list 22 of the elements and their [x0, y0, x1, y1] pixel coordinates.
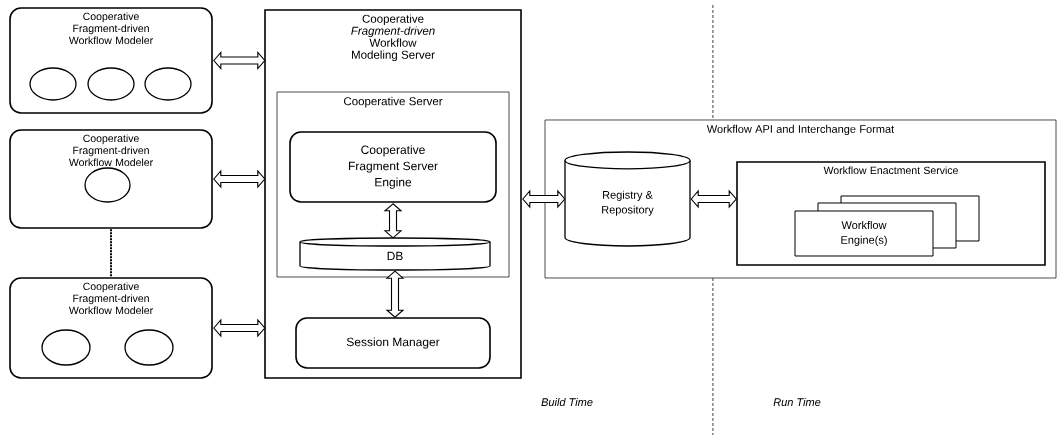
phase-label: Build Time: [541, 397, 593, 407]
block-arrow: [690, 189, 737, 209]
block-arrow: [213, 51, 266, 70]
block-arrow: [383, 203, 403, 239]
dotted-line: [110, 228, 112, 278]
phase-label: Run Time: [773, 397, 821, 407]
repository-cylinder: Registry & Repository: [564, 151, 691, 247]
ellipse-symbol: [124, 329, 174, 366]
session-box: Session Manager: [295, 317, 491, 369]
block-arrow: [213, 318, 266, 338]
engine-box: Cooperative Fragment Server Engine: [289, 131, 497, 203]
engine-stack: Workflow Engine(s): [794, 195, 980, 257]
ellipse-symbol: [29, 67, 77, 101]
block-arrow: [213, 169, 266, 189]
modeler-box: Cooperative Fragment-driven Workflow Modeler: [9, 129, 213, 229]
ellipse-symbol: [84, 167, 131, 203]
block-arrow: [522, 189, 566, 209]
ellipse-symbol: [41, 329, 91, 366]
database-cylinder: DB: [299, 237, 491, 271]
block-arrow: [385, 270, 405, 318]
ellipse-symbol: [87, 67, 135, 101]
ellipse-symbol: [144, 67, 192, 101]
